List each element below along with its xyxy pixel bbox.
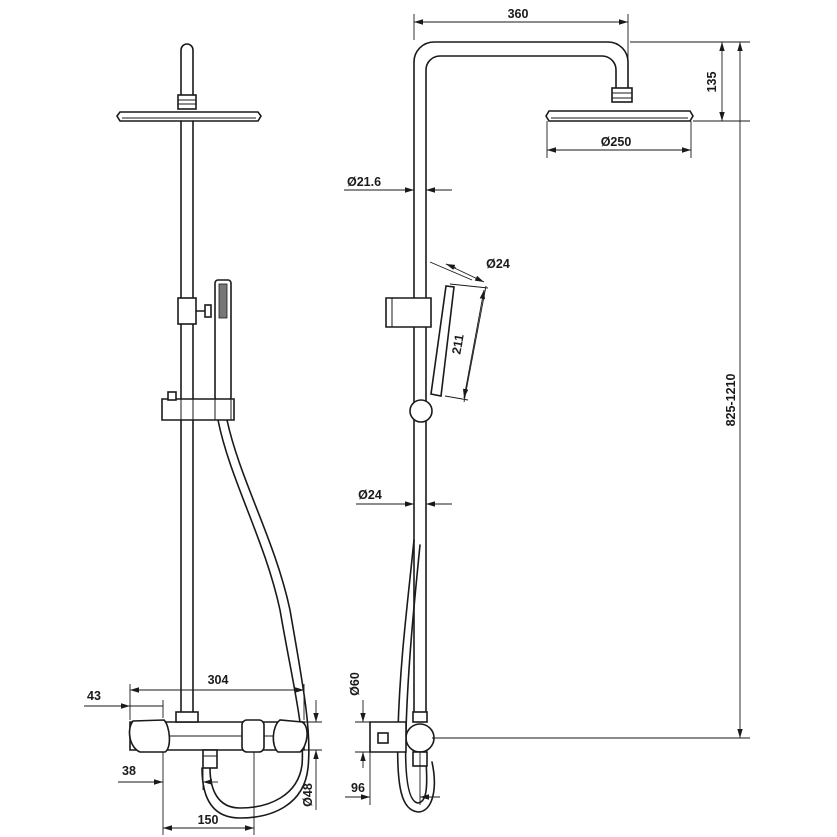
label-outlet-spacing: 150 [198,813,219,827]
front-head-connector [177,94,197,110]
side-thermostat-body [405,723,435,753]
side-hose-outer [396,539,436,813]
label-width-top: 360 [508,7,529,21]
dimension-lines [84,14,750,835]
label-rail-diameter: Ø24 [358,488,382,502]
label-offset-left: 43 [87,689,101,703]
front-hand-shower-nozzle-grid [218,283,228,319]
side-upper-holder [385,297,432,328]
side-head-connector [611,87,633,103]
label-hand-diameter: Ø24 [486,257,510,271]
front-left-handle [128,719,171,753]
label-head-height: 135 [705,72,719,93]
front-slide-bracket [161,398,235,421]
dimension-labels: 360 135 Ø250 Ø21.6 Ø24 211 Ø24 825-1210 … [87,7,738,827]
front-upper-holder [177,297,197,325]
label-pipe-diameter: Ø21.6 [347,175,381,189]
front-shower-hose-inner [201,419,310,819]
front-bottom-outlet [202,749,218,769]
front-top-pipe-end [180,43,194,96]
label-head-diameter: Ø250 [601,135,632,149]
side-rain-shower-head [545,110,694,122]
label-mixer-width: 304 [208,673,229,687]
label-hand-length: 211 [449,333,466,355]
label-height-range: 825-1210 [724,374,738,427]
label-body-diameter: Ø60 [348,672,362,696]
side-view [369,41,694,813]
front-rain-shower-head [116,111,262,122]
label-offset-side: 96 [351,781,365,795]
label-body-diameter-front: Ø48 [301,783,315,807]
side-overhead-arm-outer [413,41,629,713]
side-overhead-arm-inner [425,55,617,713]
label-handle-offset: 38 [122,764,136,778]
front-view [116,43,310,819]
front-right-handle [272,719,308,753]
side-slide-knob [409,399,433,423]
side-hand-shower [430,285,455,397]
